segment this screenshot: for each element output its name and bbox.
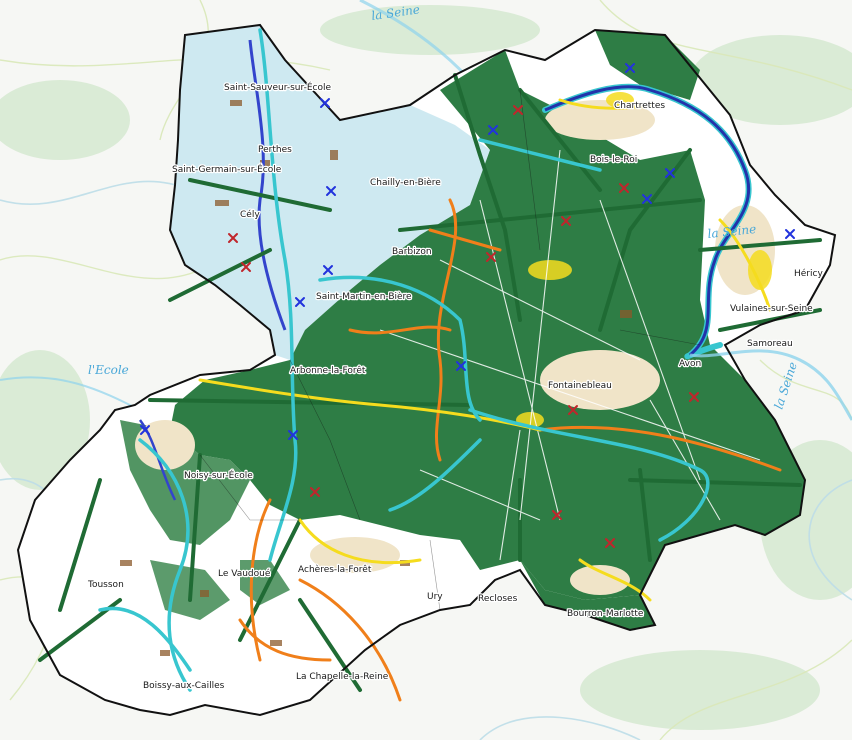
town-labels: Saint-Sauveur-sur-École Perthes Saint-Ge… [86, 80, 825, 693]
town-label-perthes[interactable]: Perthes [257, 144, 294, 157]
town-label-barbizon[interactable]: Barbizon [391, 246, 433, 259]
crossing-marker-icon [625, 63, 635, 73]
town-label-saint-sauveur-sur-ecole[interactable]: Saint-Sauveur-sur-École [223, 80, 333, 95]
town-label-tousson[interactable]: Tousson [86, 579, 125, 592]
crossing-marker-icon [642, 194, 652, 204]
town-label-avon[interactable]: Avon [678, 358, 703, 371]
town-label-cely[interactable]: Cély [239, 208, 262, 222]
blue-corridors [98, 28, 710, 692]
town-label-arbonne-la-foret[interactable]: Arbonne-la-Forêt [289, 364, 367, 378]
town-label-chartrettes[interactable]: Chartrettes [613, 100, 667, 113]
crossing-marker-icon [486, 252, 496, 262]
town-label-bois-le-roi[interactable]: Bois-le-Roi [589, 154, 639, 167]
crossing-marker-icon [288, 430, 298, 440]
seine-river [138, 39, 852, 501]
commune-boundaries [199, 89, 701, 611]
town-label-chailly-en-biere[interactable]: Chailly-en-Bière [369, 176, 443, 190]
study-area-boundary [16, 23, 837, 717]
yellow-corridors [198, 98, 772, 602]
crossing-marker-icon [605, 538, 615, 548]
town-label-bourron-marlotte[interactable]: Bourron-Marlotte [566, 608, 645, 621]
town-label-le-vaudoue[interactable]: Le Vaudoué [217, 567, 272, 581]
river-label-seine-north: la Seine [370, 2, 420, 23]
town-label-acheres-la-foret[interactable]: Achères-la-Forêt [297, 563, 373, 577]
town-label-ury[interactable]: Ury [426, 591, 445, 604]
crossing-markers [140, 63, 795, 548]
crossing-marker-icon [228, 233, 238, 243]
crossing-marker-icon [140, 425, 150, 435]
town-label-noisy-sur-ecole[interactable]: Noisy-sur-École [183, 468, 255, 483]
crossing-marker-icon [513, 105, 523, 115]
crossing-marker-icon [320, 98, 330, 108]
crossing-marker-icon [295, 297, 305, 307]
town-label-saint-martin-en-biere[interactable]: Saint-Martin-en-Bière [315, 290, 414, 304]
white-forest-paths [379, 149, 761, 561]
crossing-marker-icon [689, 392, 699, 402]
orange-corridors [238, 198, 782, 702]
crossing-marker-icon [488, 125, 498, 135]
study-area [18, 25, 835, 715]
river-label-seine-east: la Seine [707, 222, 757, 241]
crossing-marker-icon [456, 361, 466, 371]
town-label-la-chapelle-la-reine[interactable]: La Chapelle-la-Reine [295, 671, 390, 684]
river-label-ecole: l'Ecole [88, 363, 129, 377]
town-label-vulaines-sur-seine[interactable]: Vulaines-sur-Seine [729, 303, 815, 316]
crossing-marker-icon [568, 405, 578, 415]
crossing-marker-icon [619, 183, 629, 193]
crossing-marker-icon [310, 487, 320, 497]
crossing-marker-icon [552, 510, 562, 520]
town-label-saint-germain-sur-ecole[interactable]: Saint-Germain-sur-École [171, 162, 283, 177]
town-label-fontainebleau[interactable]: Fontainebleau [547, 380, 613, 393]
crossing-marker-icon [323, 265, 333, 275]
town-label-boissy-aux-cailles[interactable]: Boissy-aux-Cailles [142, 680, 226, 693]
crossing-marker-icon [241, 262, 251, 272]
crossing-marker-icon [326, 186, 336, 196]
town-label-hericy[interactable]: Héricy [793, 267, 825, 281]
town-label-samoreau[interactable]: Samoreau [746, 338, 794, 351]
crossing-marker-icon [785, 229, 795, 239]
crossing-marker-icon [665, 168, 675, 178]
town-label-recloses[interactable]: Recloses [477, 593, 519, 606]
crossing-marker-icon [561, 216, 571, 226]
